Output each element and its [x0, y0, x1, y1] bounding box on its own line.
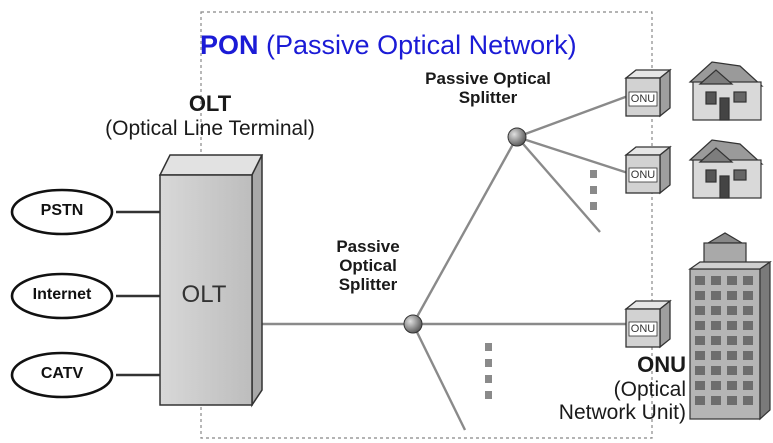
building-window	[727, 306, 737, 315]
building-window	[727, 351, 737, 360]
olt-caption: OLT (Optical Line Terminal)	[70, 91, 350, 140]
building-window	[711, 396, 721, 405]
onu-device-3	[624, 299, 672, 349]
onu-device-1-label: ONU	[630, 93, 656, 105]
building-window	[695, 291, 705, 300]
building-window	[695, 396, 705, 405]
olt-subtitle: (Optical Line Terminal)	[105, 116, 315, 140]
fiber-lines	[252, 94, 629, 431]
splitter-top-line2: Splitter	[458, 88, 518, 108]
splitter-middle-line2: Optical	[339, 256, 397, 276]
building-window	[743, 396, 753, 405]
building-window	[743, 366, 753, 375]
building-window	[743, 276, 753, 285]
title-bold: PON	[200, 30, 259, 60]
building-window	[727, 291, 737, 300]
internet-ellipse	[10, 272, 114, 320]
building-windows	[695, 276, 753, 405]
olt-tower	[158, 154, 264, 408]
building-window	[695, 351, 705, 360]
onu-device-2-label: ONU	[630, 169, 656, 181]
building-window	[695, 366, 705, 375]
building-window	[743, 381, 753, 390]
catv-ellipse	[10, 351, 114, 399]
building-window	[727, 381, 737, 390]
onu-line2: Network Unit)	[558, 401, 686, 425]
building-window	[743, 336, 753, 345]
top-splitter-to-onu1-line	[516, 94, 629, 139]
building-window	[695, 306, 705, 315]
building-window	[711, 351, 721, 360]
onu-heading: ONU	[637, 352, 686, 377]
source-pstn: PSTN	[40, 202, 84, 219]
top-splitter-to-onu2-line	[516, 135, 629, 175]
building-window	[743, 321, 753, 330]
splitter-to-branch-line	[411, 323, 467, 431]
pstn-ellipse	[10, 188, 114, 236]
diagram-title: PON (Passive Optical Network)	[200, 30, 577, 60]
building-window	[727, 276, 737, 285]
building-window	[695, 321, 705, 330]
onu-device-3-label: ONU	[630, 323, 656, 335]
onu-device-1	[624, 68, 672, 118]
source-links	[116, 210, 163, 377]
splitter-to-splitter-line	[411, 136, 519, 325]
title-rest: (Passive Optical Network)	[266, 30, 577, 60]
splitter-middle-line1: Passive	[336, 237, 400, 256]
source-ellipses	[10, 188, 114, 399]
building-window	[711, 336, 721, 345]
building-window	[711, 381, 721, 390]
olt-heading: OLT	[188, 91, 232, 116]
building-window	[727, 321, 737, 330]
ellipsis-dots	[485, 170, 597, 399]
building-window	[711, 291, 721, 300]
onu-caption: ONU (Optical Network Unit)	[500, 352, 686, 425]
building-window	[711, 276, 721, 285]
house-icon-2	[688, 139, 764, 199]
splitter-middle-label: Passive Optical Splitter	[308, 237, 428, 294]
splitter-top-label: Passive Optical Splitter	[388, 69, 588, 107]
building-window	[711, 366, 721, 375]
building-window	[727, 336, 737, 345]
splitter-top-node	[507, 127, 527, 147]
house-icon-1	[688, 61, 764, 121]
splitter-middle-line3: Splitter	[338, 275, 398, 295]
building-window	[743, 291, 753, 300]
building-window	[727, 396, 737, 405]
building-window	[743, 351, 753, 360]
building-window	[727, 366, 737, 375]
building-window	[743, 306, 753, 315]
splitter-top-line1: Passive Optical	[425, 69, 551, 88]
source-internet: Internet	[32, 286, 92, 303]
source-catv: CATV	[40, 365, 84, 382]
building-window	[695, 276, 705, 285]
building-window	[695, 336, 705, 345]
olt-box-label: OLT	[181, 281, 227, 308]
building-window	[711, 306, 721, 315]
building-window	[711, 321, 721, 330]
onu-line1: (Optical	[613, 377, 686, 401]
building-window	[695, 381, 705, 390]
top-splitter-to-branch-line	[516, 136, 601, 233]
splitter-middle-node	[403, 314, 423, 334]
onu-device-2	[624, 145, 672, 195]
